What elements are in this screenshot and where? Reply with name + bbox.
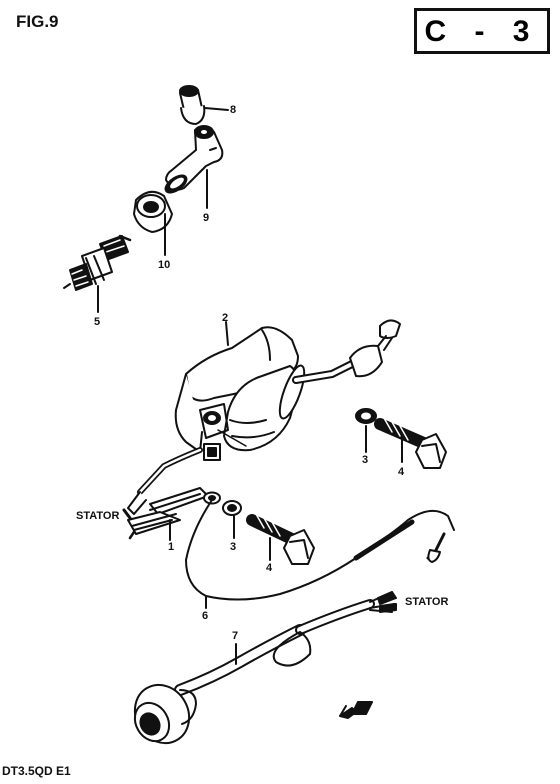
callout-2: 2	[222, 312, 229, 324]
callout-3-upper: 3	[362, 454, 369, 466]
model-code: DT3.5QD E1	[2, 764, 71, 778]
callout-3-lower: 3	[230, 541, 237, 553]
callout-9: 9	[203, 212, 210, 224]
callout-4-upper: 4	[398, 466, 405, 478]
front-arrow-icon	[339, 701, 373, 719]
callout-7: 7	[232, 630, 239, 642]
callout-4-lower: 4	[266, 562, 273, 574]
page-code: C - 3	[424, 15, 540, 48]
stator-label-lower: STATOR	[405, 596, 449, 608]
washer-icon	[355, 408, 377, 453]
callout-1: 1	[168, 541, 175, 553]
ignition-coil-icon	[122, 319, 401, 520]
bolt-icon	[246, 513, 315, 565]
callout-6: 6	[202, 610, 209, 622]
washer-icon	[203, 491, 242, 539]
stator-label-upper: STATOR	[76, 510, 120, 522]
grommet-icon	[133, 190, 173, 256]
figure-label: FIG.9	[16, 12, 59, 31]
callout-10: 10	[158, 259, 171, 271]
plug-boot-icon	[164, 125, 224, 209]
spark-plug-icon	[63, 234, 132, 313]
bolt-icon	[374, 417, 447, 469]
wire-harness-icon	[133, 591, 397, 745]
wire-lead-icon	[185, 499, 455, 609]
terminal-plate-icon	[127, 487, 209, 541]
callout-8: 8	[230, 104, 237, 116]
page-code-box: C - 3	[414, 8, 550, 54]
callout-5: 5	[94, 316, 101, 328]
plug-cap-icon	[179, 85, 229, 125]
